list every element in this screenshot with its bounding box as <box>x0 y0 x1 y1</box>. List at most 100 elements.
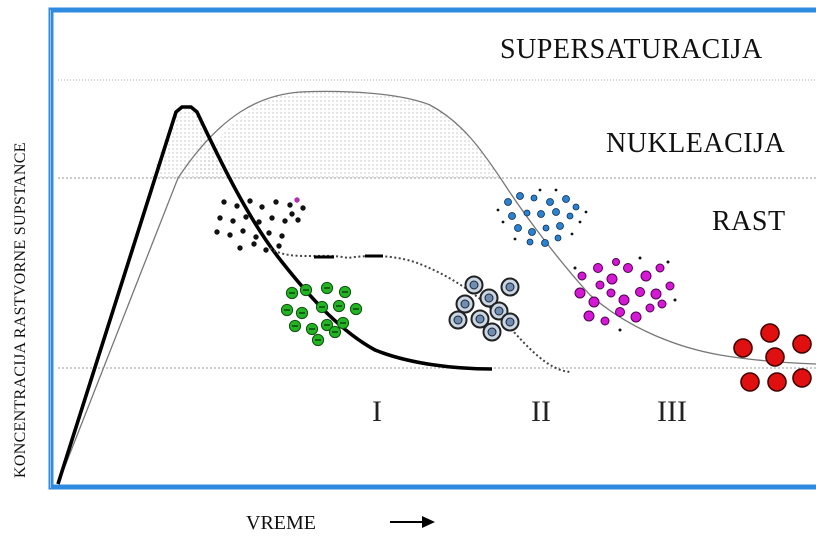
grey-particle <box>460 299 470 309</box>
grey-particle <box>487 327 497 337</box>
blue-nuclei-cluster <box>496 188 588 247</box>
black-nucleus <box>273 199 279 205</box>
black-nucleus <box>259 204 265 210</box>
magenta-particle <box>640 270 652 282</box>
blue-nucleus <box>516 192 524 200</box>
magenta-particle <box>606 273 618 285</box>
black-nucleus <box>276 243 282 249</box>
grey-particle <box>505 282 515 292</box>
black-nuclei-cluster <box>214 197 306 253</box>
blue-nucleus <box>523 209 531 217</box>
grey-particles-cluster <box>448 275 520 342</box>
black-nucleus <box>294 197 300 203</box>
blue-nucleus <box>566 212 574 220</box>
magenta-particle <box>573 266 577 270</box>
label-stage-2: II <box>531 395 551 428</box>
blue-nucleus <box>552 208 560 216</box>
black-nucleus <box>247 198 253 204</box>
green-particles-cluster <box>280 281 363 347</box>
label-stage-1: I <box>372 395 382 428</box>
black-nucleus <box>289 211 295 217</box>
black-nucleus <box>279 233 285 239</box>
magenta-particle <box>600 316 610 326</box>
blue-nucleus <box>496 208 500 212</box>
red-particle <box>792 368 812 388</box>
y-axis-label: KONCENTRACIJA RASTVORNE SUPSTANCE <box>12 142 29 478</box>
blue-nucleus <box>554 234 562 242</box>
magenta-particle <box>673 298 677 302</box>
black-nucleus <box>214 229 220 235</box>
magenta-particle <box>577 271 587 281</box>
supersaturation-region-shading <box>190 91 498 178</box>
blue-nucleus <box>542 224 550 232</box>
black-nucleus <box>217 215 223 221</box>
black-nucleus <box>234 203 240 209</box>
blue-nucleus <box>537 210 545 218</box>
red-particle <box>767 372 787 392</box>
magenta-particle <box>638 256 642 260</box>
blue-nucleus <box>556 222 564 230</box>
magenta-particle <box>588 296 600 308</box>
black-nucleus <box>240 228 246 234</box>
label-stage-3: III <box>657 395 687 428</box>
black-nucleus <box>269 215 275 221</box>
black-nucleus <box>300 205 306 211</box>
blue-nucleus <box>508 212 516 220</box>
magenta-particle <box>645 303 655 313</box>
magenta-particle <box>630 311 642 323</box>
blue-nucleus <box>526 238 534 246</box>
magenta-particle <box>657 299 667 309</box>
black-nucleus <box>253 234 259 240</box>
label-nucleation: NUKLEACIJA <box>606 128 786 159</box>
blue-nucleus <box>546 198 554 206</box>
magenta-particle <box>665 281 675 291</box>
blue-nucleus <box>541 239 549 247</box>
black-nucleus <box>243 214 249 220</box>
black-nucleus <box>221 199 227 205</box>
magenta-particle <box>635 287 645 297</box>
red-particle <box>733 338 753 358</box>
magenta-particle <box>666 260 670 264</box>
magenta-particle <box>655 263 665 273</box>
black-nucleus <box>237 245 243 251</box>
red-particle <box>740 372 760 392</box>
blue-nucleus <box>538 188 542 192</box>
black-nucleus <box>266 230 272 236</box>
blue-nucleus <box>528 228 536 236</box>
blue-nucleus <box>578 220 582 224</box>
blue-nucleus <box>562 195 570 203</box>
blue-nucleus <box>513 237 517 241</box>
magenta-particle <box>618 294 630 306</box>
blue-nucleus <box>572 203 580 211</box>
black-nucleus <box>263 247 269 253</box>
grey-particle <box>453 315 463 325</box>
magenta-particle <box>612 258 620 266</box>
grey-particle <box>469 280 479 290</box>
black-nucleus <box>251 241 257 247</box>
black-nucleus <box>295 217 301 223</box>
blue-nucleus <box>504 198 512 206</box>
blue-nucleus <box>554 188 558 192</box>
magenta-particle <box>593 263 603 273</box>
blue-nucleus <box>530 194 538 202</box>
black-nucleus <box>256 219 262 225</box>
blue-nucleus <box>501 220 505 224</box>
black-nucleus <box>282 218 288 224</box>
x-axis-label: VREME <box>246 512 316 534</box>
red-particles-cluster <box>733 323 812 392</box>
magenta-particle <box>606 288 616 298</box>
magenta-particle <box>623 263 633 273</box>
grey-particle <box>475 314 485 324</box>
magenta-particles-cluster <box>573 256 677 332</box>
label-growth: RAST <box>712 206 786 237</box>
blue-nucleus <box>584 210 588 214</box>
label-supersaturation: SUPERSATURACIJA <box>500 34 763 65</box>
blue-nucleus <box>570 232 574 236</box>
red-particle <box>792 334 812 354</box>
magenta-particle <box>574 287 586 299</box>
time-arrow-head <box>422 516 435 528</box>
grey-particle <box>505 317 515 327</box>
red-particle <box>760 323 780 343</box>
